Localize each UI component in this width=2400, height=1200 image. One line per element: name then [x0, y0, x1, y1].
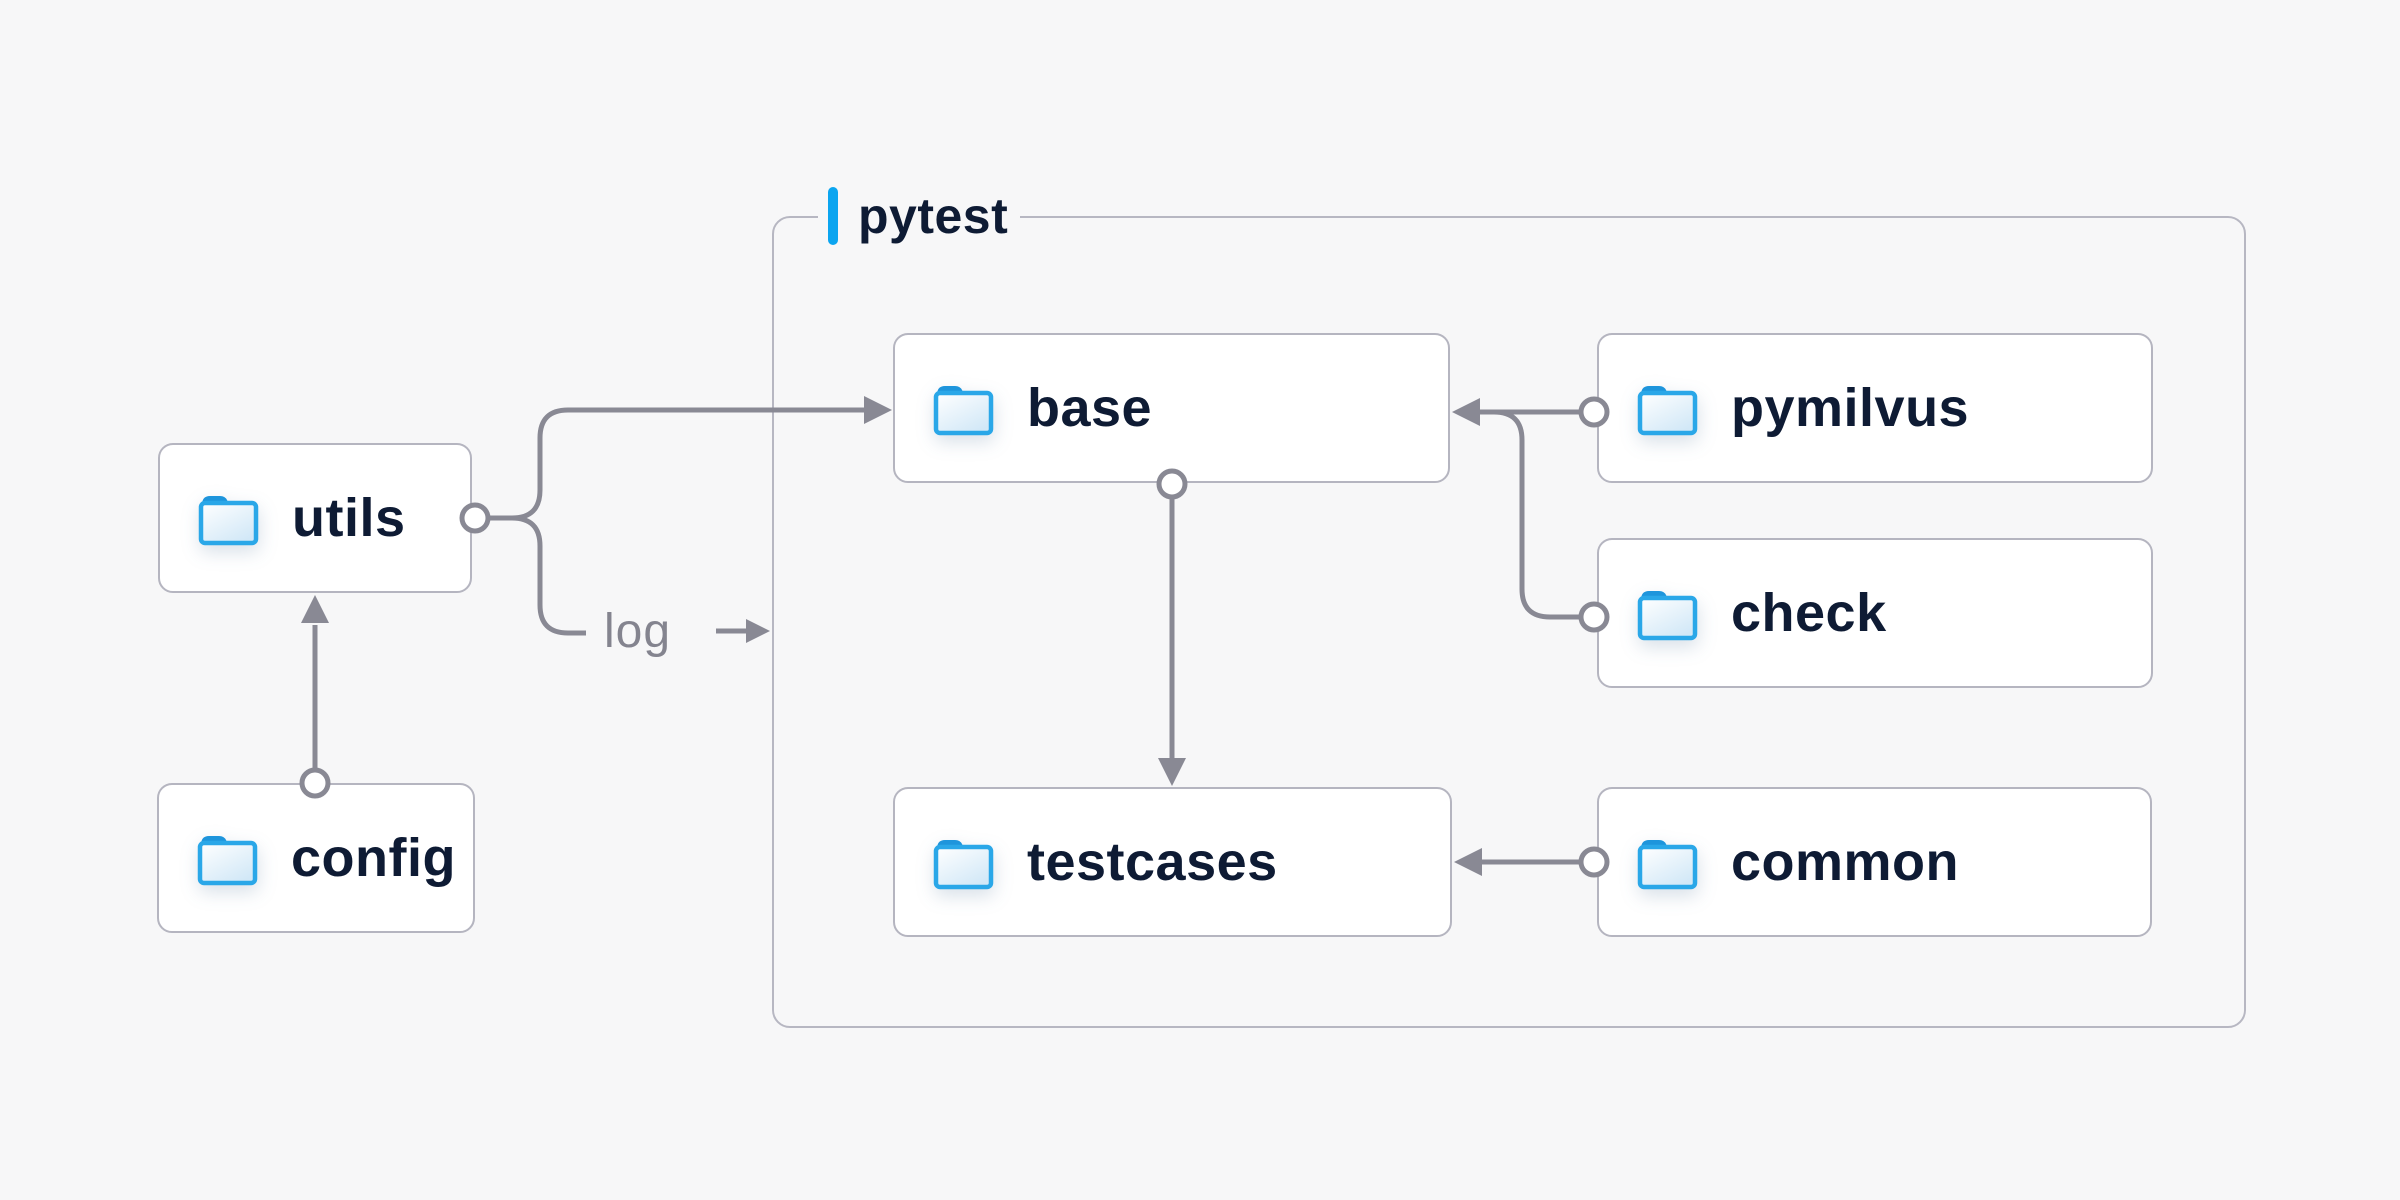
node-common: common	[1597, 787, 2152, 937]
pytest-group-label: pytest	[858, 188, 1009, 244]
folder-icon	[1635, 833, 1699, 891]
folder-icon	[1635, 584, 1699, 642]
node-label: check	[1731, 583, 1887, 643]
pytest-accent-bar	[828, 187, 838, 245]
node-label: base	[1027, 378, 1153, 438]
folder-icon	[931, 833, 995, 891]
log-edge-label: log	[604, 605, 672, 658]
node-label: pymilvus	[1731, 378, 1970, 438]
node-check: check	[1597, 538, 2153, 688]
folder-icon	[1635, 379, 1699, 437]
node-label: testcases	[1027, 832, 1278, 892]
pytest-group-box	[772, 216, 2246, 1028]
node-utils: utils	[158, 443, 472, 593]
node-label: utils	[292, 488, 406, 548]
node-config: config	[157, 783, 475, 933]
folder-icon	[196, 489, 260, 547]
folder-icon	[931, 379, 995, 437]
pytest-label-backdrop	[818, 205, 1020, 229]
edge-config-utils	[299, 595, 331, 799]
node-testcases: testcases	[893, 787, 1452, 937]
folder-icon	[195, 829, 259, 887]
node-base: base	[893, 333, 1450, 483]
node-label: common	[1731, 832, 1960, 892]
node-pymilvus: pymilvus	[1597, 333, 2153, 483]
node-label: config	[291, 828, 456, 888]
